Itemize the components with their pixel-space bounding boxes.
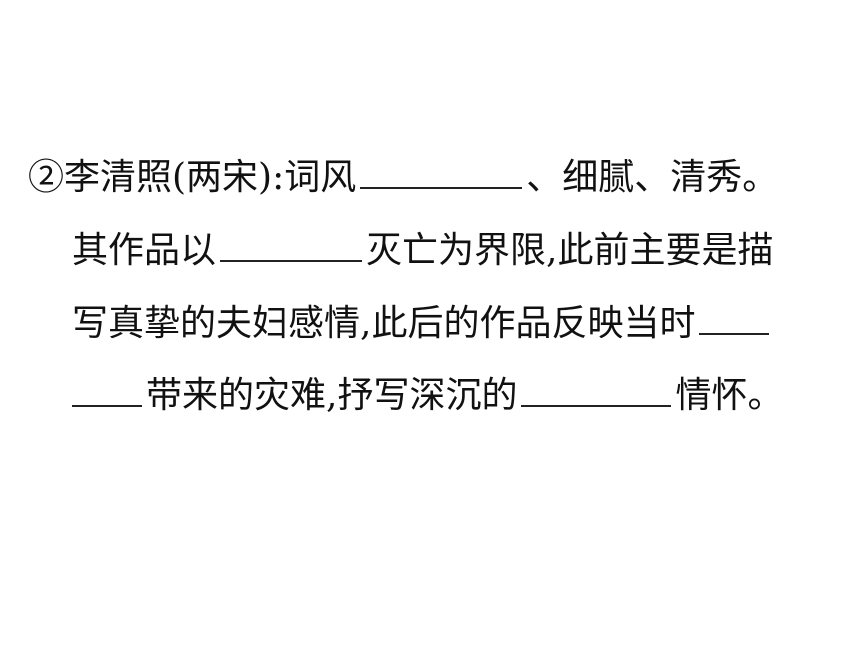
question-line-1: ②李清照(两宋):词风 、细腻、清秀。 [28,155,778,201]
fill-blank-4[interactable] [521,375,672,407]
fill-blank-2[interactable] [220,230,363,262]
line4-text-end: 情怀。 [675,375,784,416]
line1-text-start: ②李清照(两宋):词风 [28,157,357,198]
line1-text-end: 、细腻、清秀。 [526,157,779,198]
question-line-2: 其作品以 灭亡为界限,此前主要是描 [72,228,773,274]
line3-text-start: 写真挚的夫妇感情,此后的作品反映当时 [72,303,696,344]
fill-blank-3a[interactable] [699,303,770,335]
question-line-3: 写真挚的夫妇感情,此后的作品反映当时 [72,301,770,347]
line4-text-middle: 带来的灾难,抒写深沉的 [146,375,518,416]
fill-blank-3b[interactable] [72,375,142,407]
question-line-4: 带来的灾难,抒写深沉的 情怀。 [72,373,783,419]
fill-blank-1[interactable] [360,157,523,189]
line2-text-start: 其作品以 [72,230,217,271]
line2-text-end: 灭亡为界限,此前主要是描 [366,230,774,271]
